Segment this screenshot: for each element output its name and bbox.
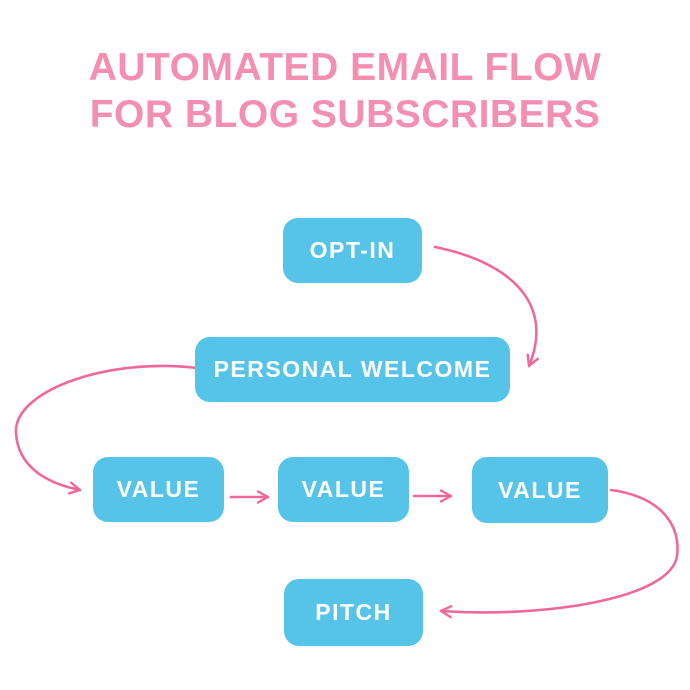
diagram-title-line-1: AUTOMATED EMAIL FLOW <box>88 46 602 89</box>
node-value-1: VALUE <box>93 457 224 522</box>
node-value-2-label: VALUE <box>301 476 386 502</box>
node-opt-in: OPT-IN <box>283 218 422 283</box>
node-pitch-label: PITCH <box>315 599 392 625</box>
node-value-3: VALUE <box>472 457 608 523</box>
node-value-1-label: VALUE <box>116 476 201 502</box>
node-personal-welcome: PERSONAL WELCOME <box>195 337 510 402</box>
diagram-title: AUTOMATED EMAIL FLOW FOR BLOG SUBSCRIBER… <box>0 44 690 138</box>
diagram-title-line-2: FOR BLOG SUBSCRIBERS <box>89 93 601 136</box>
node-opt-in-label: OPT-IN <box>309 237 396 263</box>
node-value-3-label: VALUE <box>498 476 582 503</box>
node-pitch: PITCH <box>284 579 423 646</box>
node-value-2: VALUE <box>278 457 409 522</box>
node-personal-welcome-label: PERSONAL WELCOME <box>213 356 492 382</box>
